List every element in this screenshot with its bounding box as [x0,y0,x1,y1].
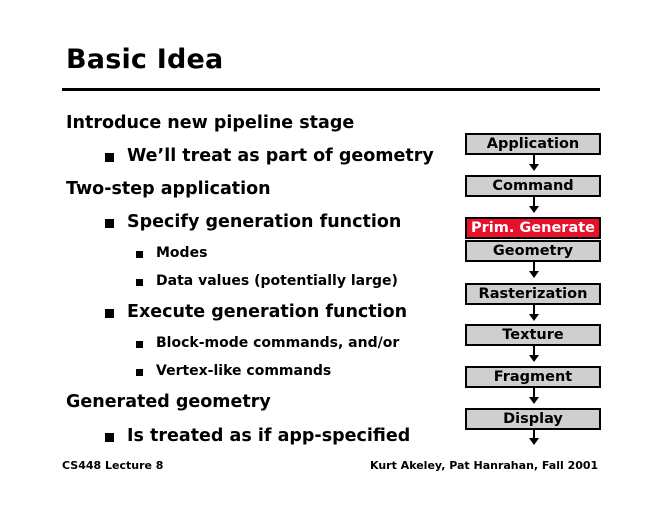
bullet-level1: Introduce new pipeline stage [66,113,355,133]
bullet-level3: Modes [156,245,208,261]
stage-geometry: Geometry [465,240,601,262]
bullet-level2: We’ll treat as part of geometry [127,146,434,166]
arrow-down-icon [529,314,539,321]
stage-application: Application [465,133,601,155]
slide-title: Basic Idea [66,44,224,75]
stage-rasterization: Rasterization [465,283,601,305]
bullet-square-icon [105,309,114,318]
stage-command: Command [465,175,601,197]
bullet-level2: Execute generation function [127,302,408,322]
arrow-down-icon [529,206,539,213]
arrow-down-icon [529,271,539,278]
arrow-line [533,346,535,355]
bullet-level3: Data values (potentially large) [156,273,398,289]
footer-right: Kurt Akeley, Pat Hanrahan, Fall 2001 [370,459,599,472]
arrow-down-icon [529,355,539,362]
bullet-level2: Specify generation function [127,212,402,232]
bullet-square-icon [136,369,143,376]
arrow-line [533,305,535,314]
bullet-level3: Block-mode commands, and/or [156,335,400,351]
stage-texture: Texture [465,324,601,346]
stage-display: Display [465,408,601,430]
bullet-level1: Generated geometry [66,392,271,412]
arrow-line [533,197,535,206]
footer-left: CS448 Lecture 8 [62,459,164,472]
arrow-line [533,262,535,271]
bullet-level3: Vertex-like commands [156,363,332,379]
arrow-line [533,430,535,438]
arrow-line [533,388,535,397]
bullet-square-icon [136,251,143,258]
bullet-square-icon [105,153,114,162]
stage-fragment: Fragment [465,366,601,388]
bullet-level2: Is treated as if app-specified [127,426,411,446]
bullet-level1: Two-step application [66,179,271,199]
arrow-down-icon [529,164,539,171]
title-rule [62,88,600,91]
arrow-down-icon [529,397,539,404]
arrow-line [533,155,535,164]
stage-prim-generate: Prim. Generate [465,217,601,239]
bullet-square-icon [136,341,143,348]
arrow-down-icon [529,438,539,445]
bullet-square-icon [105,219,114,228]
bullet-square-icon [136,279,143,286]
bullet-square-icon [105,433,114,442]
